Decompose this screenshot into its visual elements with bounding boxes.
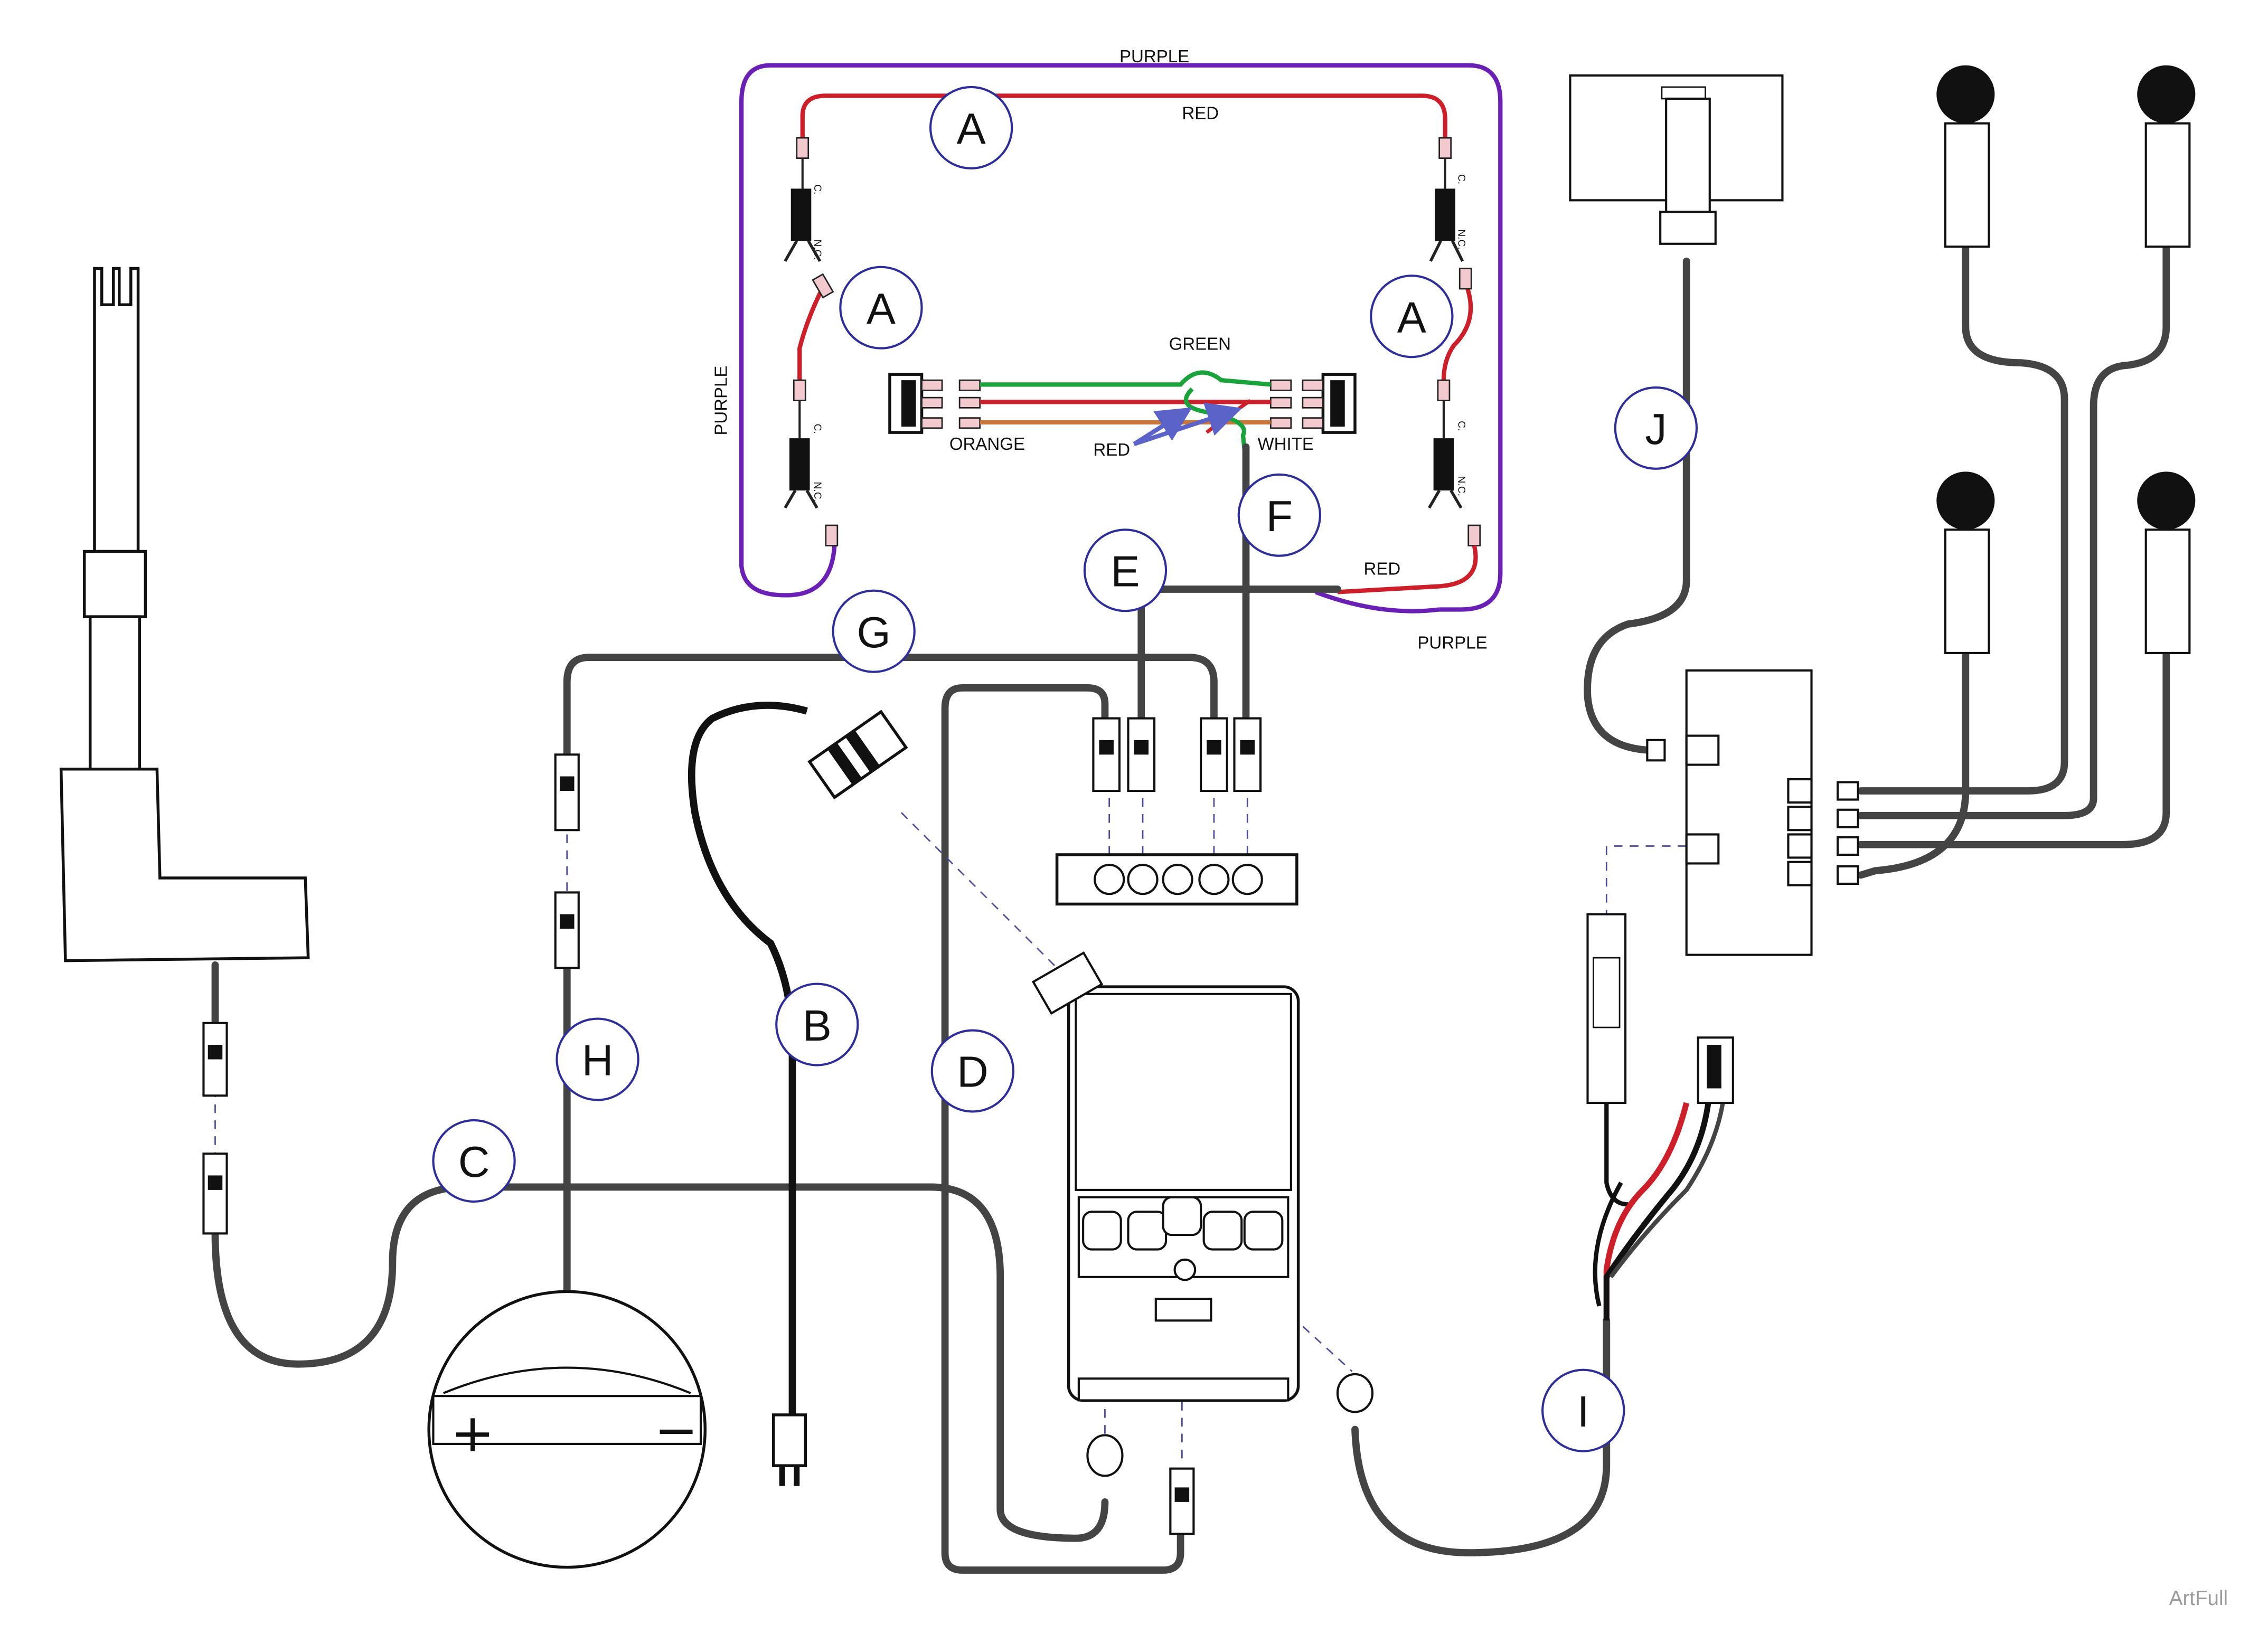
callout-e-label: E (1111, 547, 1140, 596)
callout-f-label: F (1266, 492, 1293, 541)
dashed-leaders (214, 798, 1687, 1466)
terminal (812, 273, 834, 299)
footer-label: ArtFull (2169, 1587, 2228, 1610)
callout-j-label: J (1645, 405, 1667, 454)
callout-a-label: A (867, 285, 896, 333)
grey-cables (211, 243, 2170, 1574)
red-wire-right-lower (1337, 545, 1478, 594)
callout-i: I (1541, 1368, 1625, 1452)
switch-label-nc: N.C. (812, 240, 823, 260)
red-wire-right-mid (1441, 282, 1473, 381)
callout-j: J (1614, 386, 1698, 470)
terminal (825, 524, 839, 546)
h-connectors (554, 753, 580, 969)
callout-a: A (839, 266, 923, 350)
junction-strip (1055, 853, 1298, 906)
minus-icon: − (654, 1400, 698, 1461)
callout-c: C (432, 1119, 516, 1203)
terminal (1467, 524, 1481, 546)
wire-label-red-bottom: RED (1364, 559, 1401, 578)
wire-label-purple-bottom: PURPLE (1417, 633, 1487, 653)
red-pointer-arrow (1133, 402, 1242, 447)
sensor-pads (1936, 65, 2196, 654)
switch-label-c: C. (1455, 174, 1466, 184)
linear-actuator (59, 267, 310, 1235)
limit-switch-right-lower (1433, 438, 1454, 491)
terminal (1437, 379, 1451, 402)
switch-label-c: C. (1455, 421, 1466, 431)
power-cord-b (688, 702, 808, 1415)
callouts: A A A F E G B H D C I J (432, 86, 1698, 1452)
lower-connectors (1086, 1373, 1374, 1535)
callout-d: D (930, 1029, 1015, 1113)
purple-wire-bottom (1315, 590, 1440, 613)
limit-switch-left-lower (789, 438, 810, 491)
callout-a: A (929, 86, 1013, 169)
power-cord-connector (807, 710, 908, 800)
red-wire-top (800, 93, 1447, 143)
wire-label-purple-top: PURPLE (1119, 46, 1189, 66)
cable-j (1584, 257, 1690, 754)
red-wire-left-mid (797, 286, 825, 381)
callout-g-label: G (857, 608, 891, 657)
wire-label-green: GREEN (1169, 334, 1231, 353)
cable-i (1351, 1317, 1611, 1556)
callout-c-label: C (458, 1138, 490, 1186)
cable-d (941, 684, 1184, 1574)
plus-icon: + (450, 1403, 494, 1464)
hand-control: + − (427, 1290, 707, 1569)
control-box (1031, 951, 1300, 1402)
callout-h-label: H (582, 1036, 614, 1085)
wire-label-white: WHITE (1258, 434, 1314, 454)
switch-label-c: C. (812, 424, 823, 434)
display-module (1569, 74, 1784, 245)
callout-b: B (775, 983, 859, 1066)
switch-label-nc: N.C. (1455, 476, 1466, 496)
connector-block (1092, 717, 1262, 792)
callout-a-label: A (957, 105, 986, 153)
terminal (1458, 268, 1472, 290)
wire-label-purple-left: PURPLE (711, 366, 731, 436)
control-board (1646, 669, 1859, 956)
callout-a-label: A (1397, 294, 1426, 342)
wire-label-red-top: RED (1182, 103, 1219, 122)
red-pointer-arrow (1133, 407, 1192, 446)
purple-wire-loop (739, 63, 1503, 612)
switch-label-nc: N.C. (1455, 229, 1466, 249)
cable-g (563, 654, 1218, 759)
wire-label-red-mid: RED (1093, 440, 1130, 459)
callout-b-label: B (803, 1002, 832, 1050)
callout-d-label: D (957, 1048, 989, 1097)
cable-c (211, 1183, 1109, 1542)
terminal (796, 137, 810, 159)
callout-f: F (1237, 473, 1321, 557)
callout-g: G (832, 589, 916, 673)
limit-switch-left-upper (790, 188, 812, 241)
callout-e: E (1083, 528, 1168, 612)
green-wire (980, 370, 1271, 387)
limit-switch-right-upper (1435, 188, 1455, 241)
terminal (1438, 137, 1452, 159)
callout-h: H (556, 1017, 639, 1101)
callout-a: A (1370, 275, 1454, 358)
wire-label-orange: ORANGE (949, 434, 1025, 454)
battery-pack (1586, 913, 1734, 1321)
callout-i-label: I (1577, 1387, 1589, 1436)
switch-label-nc: N.C. (812, 482, 823, 502)
power-plug (771, 1413, 807, 1486)
terminal (793, 379, 806, 402)
switch-label-c: C. (812, 184, 823, 194)
switch-harness: C. N.C. C. N.C. C. N.C. C. N.C. (711, 46, 1503, 653)
